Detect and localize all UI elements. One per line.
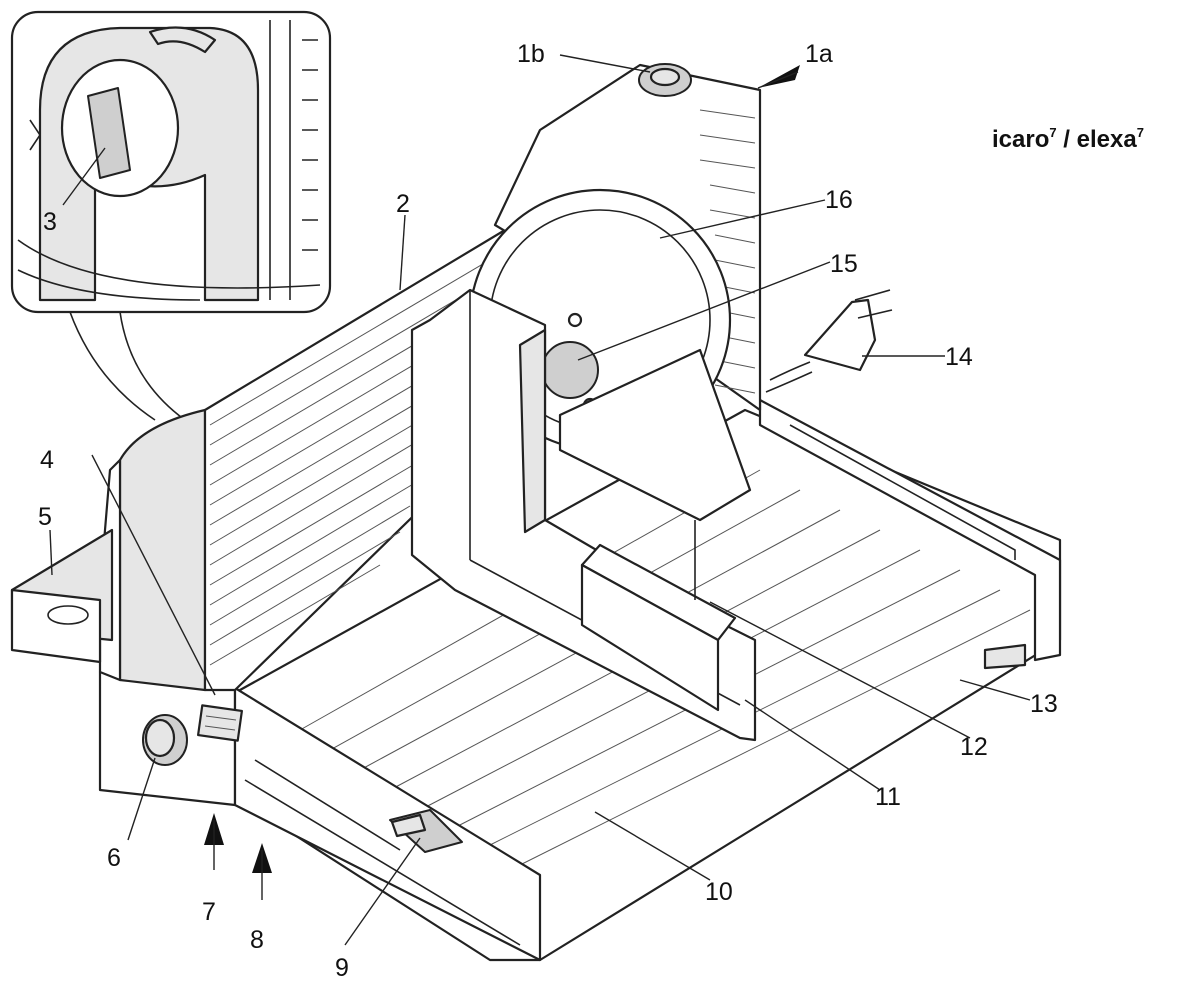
model-name-1: icaro [992, 126, 1049, 153]
callout-8: 8 [250, 926, 264, 954]
callout-16: 16 [825, 186, 853, 214]
detail-inset [10, 10, 332, 314]
callout-1a: 1a [805, 40, 833, 68]
callout-5: 5 [38, 503, 52, 531]
callout-10: 10 [705, 878, 733, 906]
callout-9: 9 [335, 954, 349, 982]
model-sup-2: 7 [1137, 125, 1144, 140]
callout-13: 13 [1030, 690, 1058, 718]
callout-15: 15 [830, 250, 858, 278]
housing [98, 408, 207, 692]
callout-3: 3 [43, 208, 57, 236]
callout-6: 6 [107, 844, 121, 872]
leader-lines [49, 54, 1031, 946]
model-sup-1: 7 [1049, 125, 1056, 140]
drawer [10, 528, 114, 664]
on-off-switch [142, 714, 188, 766]
remnant-holder [558, 348, 752, 712]
callout-2: 2 [396, 190, 410, 218]
callout-labels: 1b 1a 2 3 4 5 6 7 8 9 10 11 12 13 14 15 … [38, 40, 1058, 982]
power-cord [765, 289, 893, 393]
callout-14: 14 [945, 343, 973, 371]
callout-11: 11 [875, 783, 901, 811]
callout-1b: 1b [517, 40, 545, 68]
callout-7: 7 [202, 898, 216, 926]
callout-4: 4 [40, 446, 54, 474]
model-name: icaro7 / elexa7 [992, 125, 1144, 153]
model-separator: / [1057, 126, 1077, 153]
inset-tail [69, 311, 186, 421]
callout-12: 12 [960, 733, 988, 761]
carriage-lock [389, 809, 463, 853]
model-name-2: elexa [1077, 126, 1138, 153]
